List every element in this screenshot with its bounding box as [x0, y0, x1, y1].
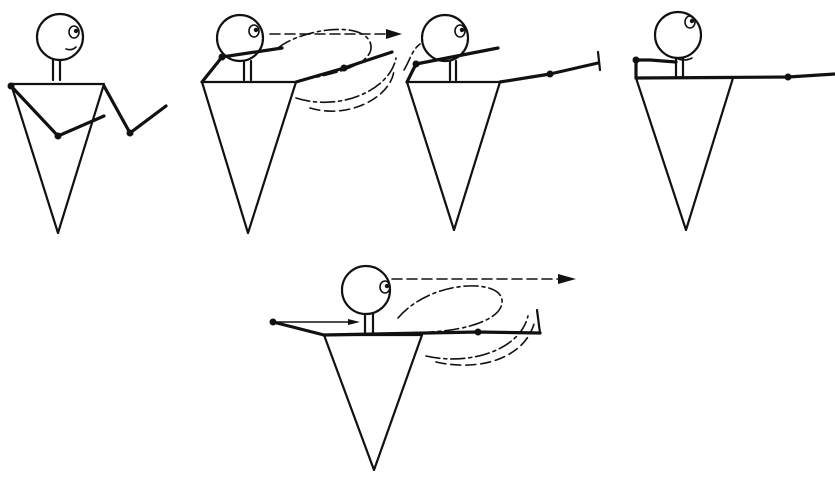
motion-path — [398, 286, 502, 332]
left-arm — [273, 322, 324, 335]
pupil — [460, 28, 464, 32]
hand — [598, 52, 600, 70]
hand-joint — [270, 319, 277, 326]
torso — [636, 78, 733, 230]
shoulder-joint — [8, 83, 15, 90]
pupil — [690, 19, 694, 23]
arrow-head — [558, 274, 576, 284]
elbow-joint — [547, 71, 554, 78]
left-arm — [202, 48, 282, 82]
stick-figure-step-3 — [404, 15, 600, 230]
pupil — [385, 284, 389, 288]
stick-figure-step-2 — [202, 15, 402, 233]
torso — [11, 84, 104, 233]
stick-figure-step-5 — [270, 266, 577, 470]
elbow-joint — [413, 61, 420, 68]
left-arm — [407, 48, 498, 82]
torso — [407, 82, 500, 230]
torso — [202, 82, 296, 233]
stick-figure-step-4 — [633, 12, 835, 230]
motion-path — [310, 70, 394, 111]
elbow-joint — [55, 133, 62, 140]
elbow-joint — [633, 57, 640, 64]
left-arm — [636, 60, 676, 78]
elbow-joint — [785, 74, 792, 81]
elbow-joint — [127, 130, 134, 137]
hand — [537, 310, 540, 333]
right-arm — [636, 74, 835, 78]
elbow-joint — [475, 329, 482, 336]
elbow-joint — [219, 54, 226, 61]
head — [342, 266, 390, 314]
stick-figure-step-1 — [8, 14, 167, 233]
torso — [324, 335, 422, 470]
right-arm — [104, 86, 166, 133]
arrow-head — [386, 29, 402, 39]
mouth — [66, 47, 76, 50]
pupil — [74, 29, 78, 33]
pupil — [254, 28, 258, 32]
arrow-head — [348, 319, 360, 325]
motion-path — [296, 58, 396, 102]
